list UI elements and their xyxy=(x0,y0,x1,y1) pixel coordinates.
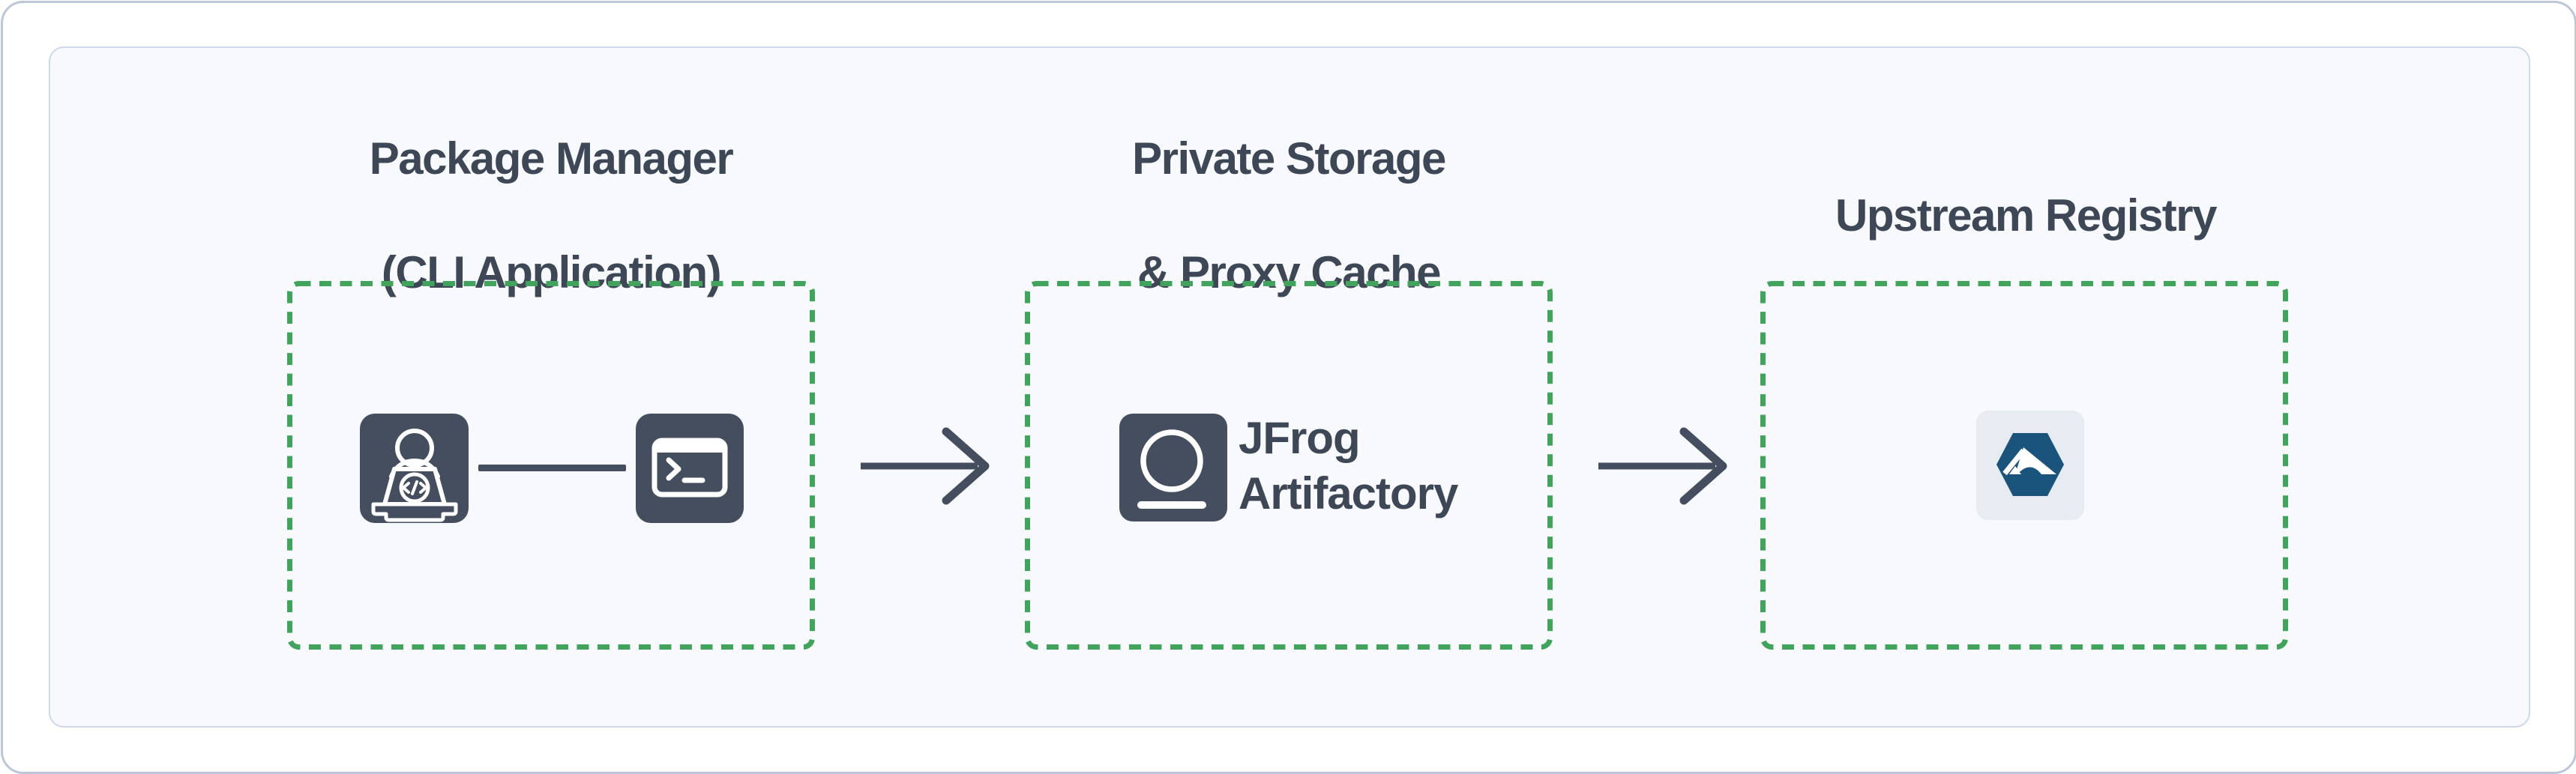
mountain-foothill xyxy=(2009,466,2021,474)
code-chevron-right xyxy=(419,482,427,494)
developer-laptop-icon xyxy=(360,414,469,523)
mountain-ridge xyxy=(2002,448,2026,476)
code-badge-circle xyxy=(399,472,430,504)
dashed-box-upstream-registry xyxy=(1760,281,2288,650)
terminal-icon xyxy=(636,414,744,523)
node-title-upstream-registry: Upstream Registry xyxy=(1760,187,2291,244)
dashed-border xyxy=(287,281,815,650)
title-line-2: & Proxy Cache xyxy=(1137,247,1442,297)
dashed-border xyxy=(1760,281,2288,650)
diagram-card xyxy=(49,46,2530,728)
node-title-private-storage: Private Storage & Proxy Cache xyxy=(1025,130,1553,301)
jfrog-artifactory-label: JFrog Artifactory xyxy=(1239,411,1458,521)
arrow-head xyxy=(942,427,990,505)
icon-background xyxy=(1119,414,1227,521)
connector-line xyxy=(478,465,626,471)
jfrog-artifactory-icon xyxy=(1119,414,1227,521)
registry-logo-tile xyxy=(1976,411,2084,520)
dashed-border xyxy=(1025,281,1553,650)
person-head xyxy=(395,429,434,468)
arrow-head xyxy=(1679,427,1727,505)
title-line-1: Package Manager xyxy=(369,133,734,184)
label-line-1: JFrog xyxy=(1239,413,1361,463)
terminal-titlebar xyxy=(654,441,725,453)
arrow-right-icon xyxy=(1598,427,1727,505)
node-title-package-manager: Package Manager (CLI Application) xyxy=(287,130,815,301)
dashed-box-private-storage xyxy=(1025,281,1553,650)
label-line-2: Artifactory xyxy=(1239,468,1458,518)
title-line-2: (CLI Application) xyxy=(381,247,722,297)
title-line-1: Upstream Registry xyxy=(1835,190,2218,241)
upstream-registry-hexagon-icon xyxy=(1996,433,2064,496)
arrow-right-icon xyxy=(861,427,990,505)
code-chevron-left xyxy=(402,482,410,494)
title-line-1: Private Storage xyxy=(1132,133,1446,184)
artifactory-circle xyxy=(1140,429,1203,492)
prompt-chevron xyxy=(666,457,681,481)
mountain-peaks xyxy=(2015,447,2056,474)
laptop-base xyxy=(371,502,458,522)
dashed-box-package-manager xyxy=(287,281,815,650)
code-slash xyxy=(411,480,418,495)
